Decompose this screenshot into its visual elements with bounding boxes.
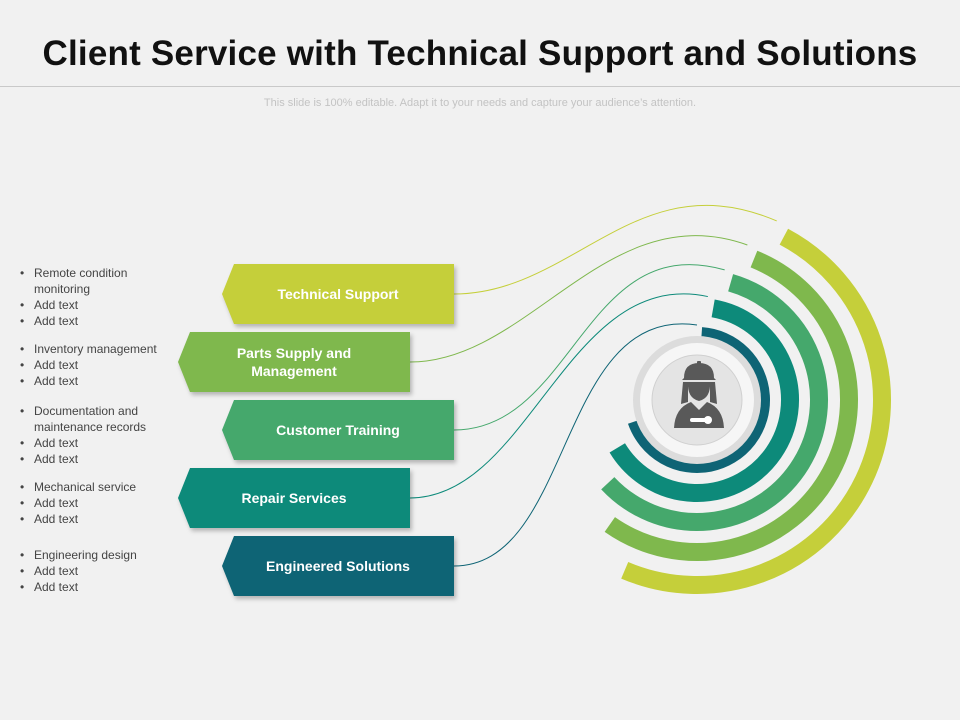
banner-shape	[222, 536, 454, 596]
bullet-item: Add text	[20, 511, 180, 527]
bullet-item: Add text	[20, 579, 180, 595]
connector-line	[453, 204, 777, 295]
banner-label: Technical Support	[277, 286, 399, 302]
center-badge	[633, 336, 761, 464]
bullet-list-engineered-solutions: Engineering designAdd textAdd text	[20, 547, 180, 595]
page-subtitle: This slide is 100% editable. Adapt it to…	[263, 97, 697, 109]
connector-line	[409, 235, 748, 363]
connector-lines	[409, 204, 777, 567]
banner-repair-services: Repair Services	[178, 468, 410, 528]
bullet-item: Add text	[20, 495, 180, 511]
bullet-item: Documentation and maintenance records	[20, 403, 180, 435]
banner-shape	[178, 332, 410, 392]
arc-ring	[604, 250, 858, 561]
banner-label: Engineered Solutions	[266, 558, 410, 574]
bullet-list-parts-supply: Inventory managementAdd textAdd text	[20, 341, 180, 389]
banner-engineered-solutions: Engineered Solutions	[222, 536, 454, 596]
connector-line	[409, 293, 708, 499]
connector-line	[453, 323, 698, 567]
bullet-item: Engineering design	[20, 547, 180, 563]
bullet-item: Add text	[20, 451, 180, 467]
banner-customer-training: Customer Training	[222, 400, 454, 460]
banner-shape	[178, 468, 410, 528]
bullet-item: Add text	[20, 373, 180, 389]
bullet-item: Add text	[20, 435, 180, 451]
bullet-item: Mechanical service	[20, 479, 180, 495]
bullet-item: Add text	[20, 313, 180, 329]
banner-label: Customer Training	[276, 422, 400, 438]
bullet-item: Remote condition monitoring	[20, 265, 180, 297]
banner-label: Repair Services	[241, 490, 347, 506]
bullet-item: Add text	[20, 357, 180, 373]
bullet-list-technical-support: Remote condition monitoringAdd textAdd t…	[20, 265, 180, 329]
title-divider	[0, 86, 960, 87]
engineer-worker-icon	[674, 361, 724, 428]
banner-technical-support: Technical Support	[222, 264, 454, 324]
banner-label: Parts Supply and Management	[236, 345, 352, 379]
banner-shape	[222, 264, 454, 324]
bullet-item: Inventory management	[20, 341, 180, 357]
banner-shape	[222, 400, 454, 460]
page-title: Client Service with Technical Support an…	[42, 34, 918, 73]
banner-parts-supply: Parts Supply and Management	[178, 332, 410, 392]
bullet-list-repair-services: Mechanical serviceAdd textAdd text	[20, 479, 180, 527]
connector-line	[453, 264, 725, 431]
arc-ring	[609, 299, 799, 502]
arc-ring	[621, 228, 891, 594]
bullet-item: Add text	[20, 563, 180, 579]
arc-ring	[601, 274, 828, 531]
bullet-item: Add text	[20, 297, 180, 313]
bullet-list-customer-training: Documentation and maintenance recordsAdd…	[20, 403, 180, 467]
